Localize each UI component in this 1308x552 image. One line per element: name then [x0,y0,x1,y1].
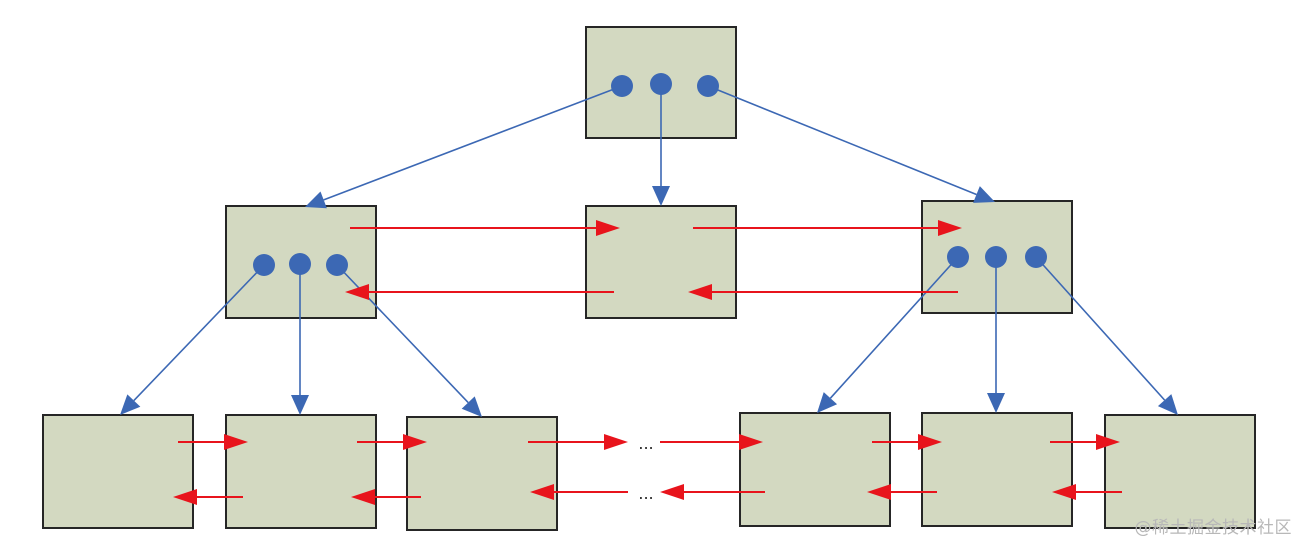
pointer-root-left [323,85,623,201]
sibling-link [357,434,427,450]
sibling-link [693,220,962,236]
sibling-link-arrowhead [688,284,712,300]
sibling-link-arrowhead [938,220,962,236]
sibling-link-arrowhead [1052,484,1076,500]
sibling-link-arrowhead [867,484,891,500]
sibling-link [660,484,765,500]
pointer-arrowhead [987,393,1005,413]
pointer-right-leaf6 [1035,256,1166,401]
sibling-link-arrowhead [1096,434,1120,450]
sibling-link-arrowhead [345,284,369,300]
sibling-link [688,284,958,300]
sibling-link-arrowhead [224,434,248,450]
child-pointers [120,85,1178,417]
sibling-link-arrowhead [173,489,197,505]
pointer-arrowhead [817,392,838,413]
pointer-dot [947,246,969,268]
pointer-arrowhead [461,396,482,417]
pointer-dot [697,75,719,97]
pointer-right-leaf4 [829,256,959,399]
pointer-root-right [707,85,977,196]
pointer-dots [253,73,1047,276]
pointer-dot [253,254,275,276]
pointer-left-leaf3 [336,264,469,404]
sibling-link-arrowhead [351,489,375,505]
leaf-node-4 [739,412,891,527]
pointer-dot [1025,246,1047,268]
sibling-link-arrowhead [530,484,554,500]
pointer-dot [650,73,672,95]
gap-marker-top: ... [638,434,653,453]
sibling-link-arrowhead [739,434,763,450]
pointer-dot [985,246,1007,268]
leaf-node-3 [406,416,558,531]
sibling-link [345,284,614,300]
sibling-link [1052,484,1122,500]
leaf-node-1 [42,414,194,529]
internal-node-middle [585,205,737,319]
pointer-left-leaf1 [133,264,265,402]
leaf-node-5 [921,412,1073,527]
pointer-arrowhead [1157,394,1178,415]
sibling-link [351,489,421,505]
sibling-link-arrowhead [596,220,620,236]
pointer-arrowhead [973,186,995,203]
pointer-dot [326,254,348,276]
sibling-link-arrowhead [604,434,628,450]
pointer-dot [611,75,633,97]
sibling-link [173,489,243,505]
leaf-node-2 [225,414,377,529]
sibling-link-arrowhead [660,484,684,500]
sibling-link [1050,434,1120,450]
pointer-dot [289,253,311,275]
sibling-link [178,434,248,450]
sibling-links [173,220,1122,505]
sibling-link [660,434,763,450]
sibling-link [350,220,620,236]
gap-marker-bottom: ... [638,484,653,503]
leaf-node-6 [1104,414,1256,529]
pointer-arrowhead [291,395,309,415]
sibling-link-arrowhead [403,434,427,450]
sibling-link [872,434,942,450]
watermark: @稀土掘金技术社区 [1134,518,1292,538]
pointer-arrowhead [120,394,141,415]
sibling-link [867,484,937,500]
sibling-link [528,434,628,450]
pointer-arrowhead [305,191,327,209]
nodes [42,26,1256,531]
sibling-link [530,484,628,500]
pointer-arrowhead [652,186,670,206]
sibling-link-arrowhead [918,434,942,450]
